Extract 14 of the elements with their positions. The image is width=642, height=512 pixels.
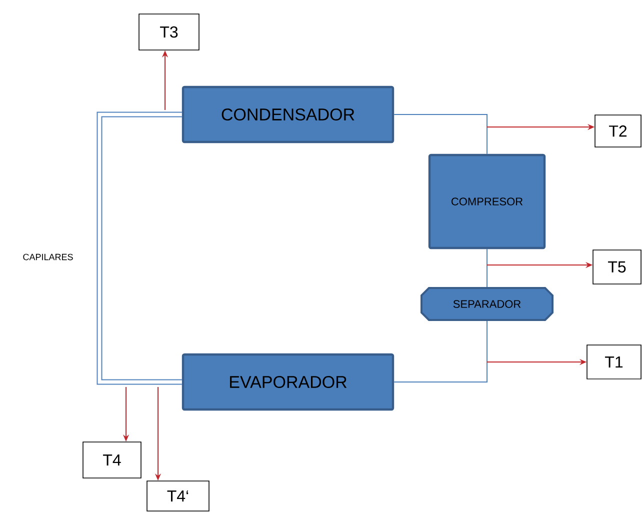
side-label: CAPILARES	[23, 254, 73, 260]
sensor-box: T4‘	[146, 480, 210, 512]
condenser-box: CONDENSADOR	[182, 86, 394, 144]
sensor-box: T5	[592, 250, 642, 284]
sensor-box: T2	[594, 114, 642, 148]
sensor-box: T4	[82, 442, 142, 478]
pipe-line	[394, 114, 488, 154]
pipe-line	[394, 320, 488, 382]
evaporator-box: EVAPORADOR	[182, 353, 394, 411]
sensor-box: T3	[138, 14, 200, 50]
pipe-line	[486, 248, 488, 288]
capillary-tube	[96, 112, 182, 385]
sensor-box: T1	[586, 344, 642, 380]
compressor-box: COMPRESOR	[428, 154, 546, 250]
